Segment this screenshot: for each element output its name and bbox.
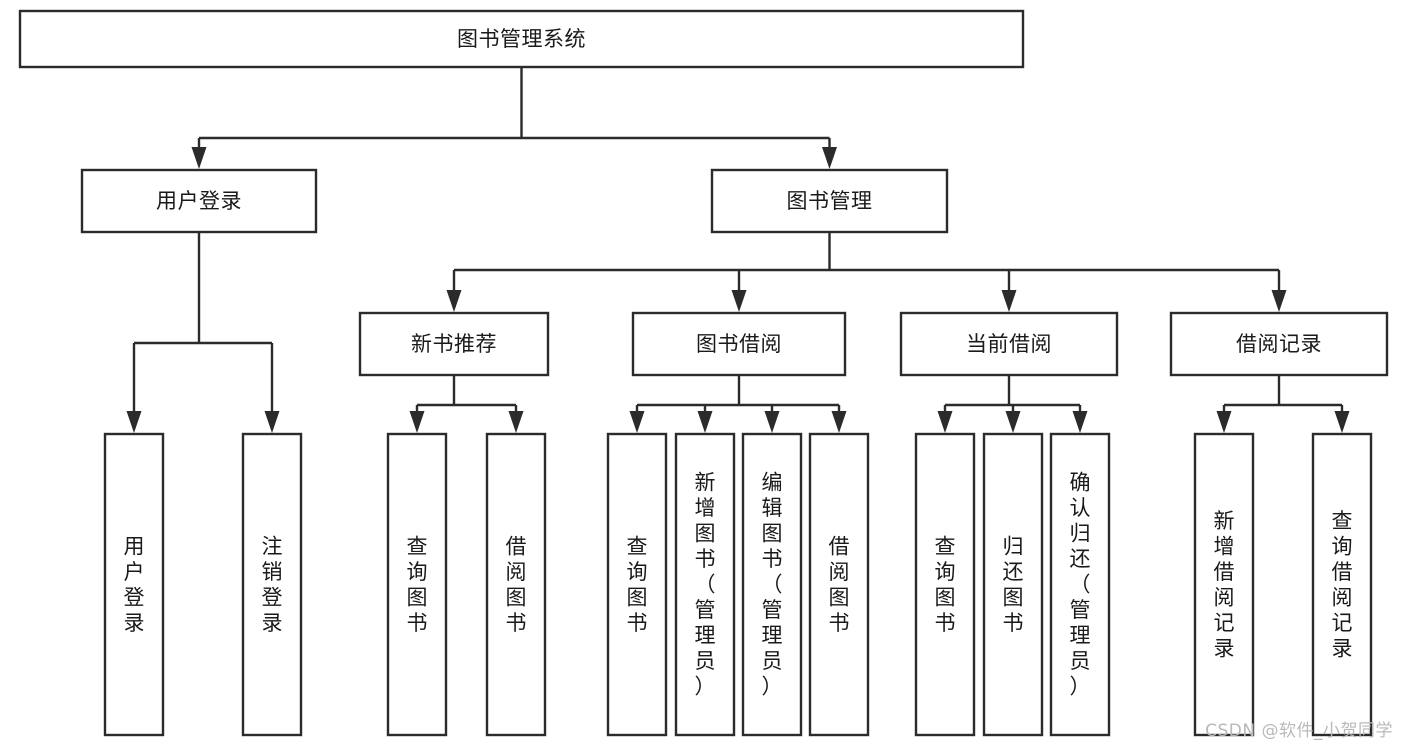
node-box-new-book-recommend[interactable] [358,311,550,377]
node-box-leaf-query-current-book[interactable] [914,432,976,737]
node-leaf-return-book[interactable]: 归还图书 [982,432,1044,737]
node-label-book-borrow: 图书借阅 [696,332,782,356]
node-book-borrow[interactable]: 图书借阅 [631,311,847,377]
node-label-leaf-query-book-recommend: 查询图书 [407,534,428,635]
node-leaf-borrow-book-recommend[interactable]: 借阅图书 [485,432,547,737]
node-label-leaf-user-login: 用户登录 [124,534,145,635]
node-box-current-borrow[interactable] [899,311,1119,377]
node-box-leaf-add-book-admin[interactable] [674,432,736,737]
connector-group-book-manage [446,232,1287,312]
node-label-leaf-return-book: 归还图书 [1003,534,1024,635]
node-leaf-add-borrow-record[interactable]: 新增借阅记录 [1193,432,1255,737]
connector-group-root [191,67,837,169]
node-label-leaf-query-current-book: 查询图书 [935,534,956,635]
connector-group-current-borrow [937,375,1088,433]
node-label-root: 图书管理系统 [457,27,586,51]
node-box-leaf-confirm-return-admin[interactable] [1049,432,1111,737]
connector-group-borrow-record [1216,375,1350,433]
node-book-manage[interactable]: 图书管理 [710,168,949,234]
node-leaf-confirm-return-admin[interactable]: 确认归还（管理员） [1049,432,1111,737]
node-user-login[interactable]: 用户登录 [80,168,318,234]
node-label-current-borrow: 当前借阅 [966,332,1052,356]
node-label-leaf-edit-book-admin: 编辑图书（管理员） [762,471,783,699]
node-label-leaf-add-book-admin: 新增图书（管理员） [695,471,716,699]
connector-group-user-login [126,232,280,433]
node-label-leaf-borrow-book-recommend: 借阅图书 [506,534,527,635]
node-label-leaf-query-borrow-record: 查询借阅记录 [1332,509,1353,661]
node-borrow-record[interactable]: 借阅记录 [1169,311,1389,377]
node-leaf-edit-book-admin[interactable]: 编辑图书（管理员） [741,432,803,737]
node-label-leaf-add-borrow-record: 新增借阅记录 [1214,509,1235,661]
node-leaf-query-current-book[interactable]: 查询图书 [914,432,976,737]
node-root[interactable]: 图书管理系统 [18,9,1025,69]
node-box-leaf-return-book[interactable] [982,432,1044,737]
node-label-borrow-record: 借阅记录 [1236,332,1322,356]
node-box-book-borrow[interactable] [631,311,847,377]
node-layer: 图书管理系统用户登录图书管理新书推荐图书借阅当前借阅借阅记录用户登录注销登录查询… [18,9,1389,737]
node-leaf-query-book-recommend[interactable]: 查询图书 [386,432,448,737]
node-box-leaf-query-borrow-record[interactable] [1311,432,1373,737]
node-leaf-query-borrow-record[interactable]: 查询借阅记录 [1311,432,1373,737]
node-label-leaf-borrow-book: 借阅图书 [829,534,850,635]
watermark-text: CSDN @软件_小贺同学 [1205,721,1393,741]
node-leaf-add-book-admin[interactable]: 新增图书（管理员） [674,432,736,737]
node-leaf-query-book[interactable]: 查询图书 [606,432,668,737]
node-current-borrow[interactable]: 当前借阅 [899,311,1119,377]
node-box-leaf-logout[interactable] [241,432,303,737]
node-box-root[interactable] [18,9,1025,69]
node-label-new-book-recommend: 新书推荐 [411,332,497,356]
node-box-leaf-query-book[interactable] [606,432,668,737]
node-box-leaf-borrow-book[interactable] [808,432,870,737]
node-label-leaf-logout: 注销登录 [262,534,283,635]
node-new-book-recommend[interactable]: 新书推荐 [358,311,550,377]
node-leaf-user-login[interactable]: 用户登录 [103,432,165,737]
node-label-book-manage: 图书管理 [787,189,873,213]
connector-group-book-borrow [629,375,847,433]
node-leaf-logout[interactable]: 注销登录 [241,432,303,737]
node-box-leaf-query-book-recommend[interactable] [386,432,448,737]
node-label-leaf-confirm-return-admin: 确认归还（管理员） [1070,471,1091,699]
node-label-user-login: 用户登录 [156,189,242,213]
node-leaf-borrow-book[interactable]: 借阅图书 [808,432,870,737]
node-box-leaf-add-borrow-record[interactable] [1193,432,1255,737]
node-box-leaf-user-login[interactable] [103,432,165,737]
node-box-leaf-edit-book-admin[interactable] [741,432,803,737]
node-box-borrow-record[interactable] [1169,311,1389,377]
connector-group-new-book-recommend [409,375,524,433]
node-box-book-manage[interactable] [710,168,949,234]
connector-layer [126,67,1350,433]
node-label-leaf-query-book: 查询图书 [627,534,648,635]
node-box-user-login[interactable] [80,168,318,234]
node-box-leaf-borrow-book-recommend[interactable] [485,432,547,737]
